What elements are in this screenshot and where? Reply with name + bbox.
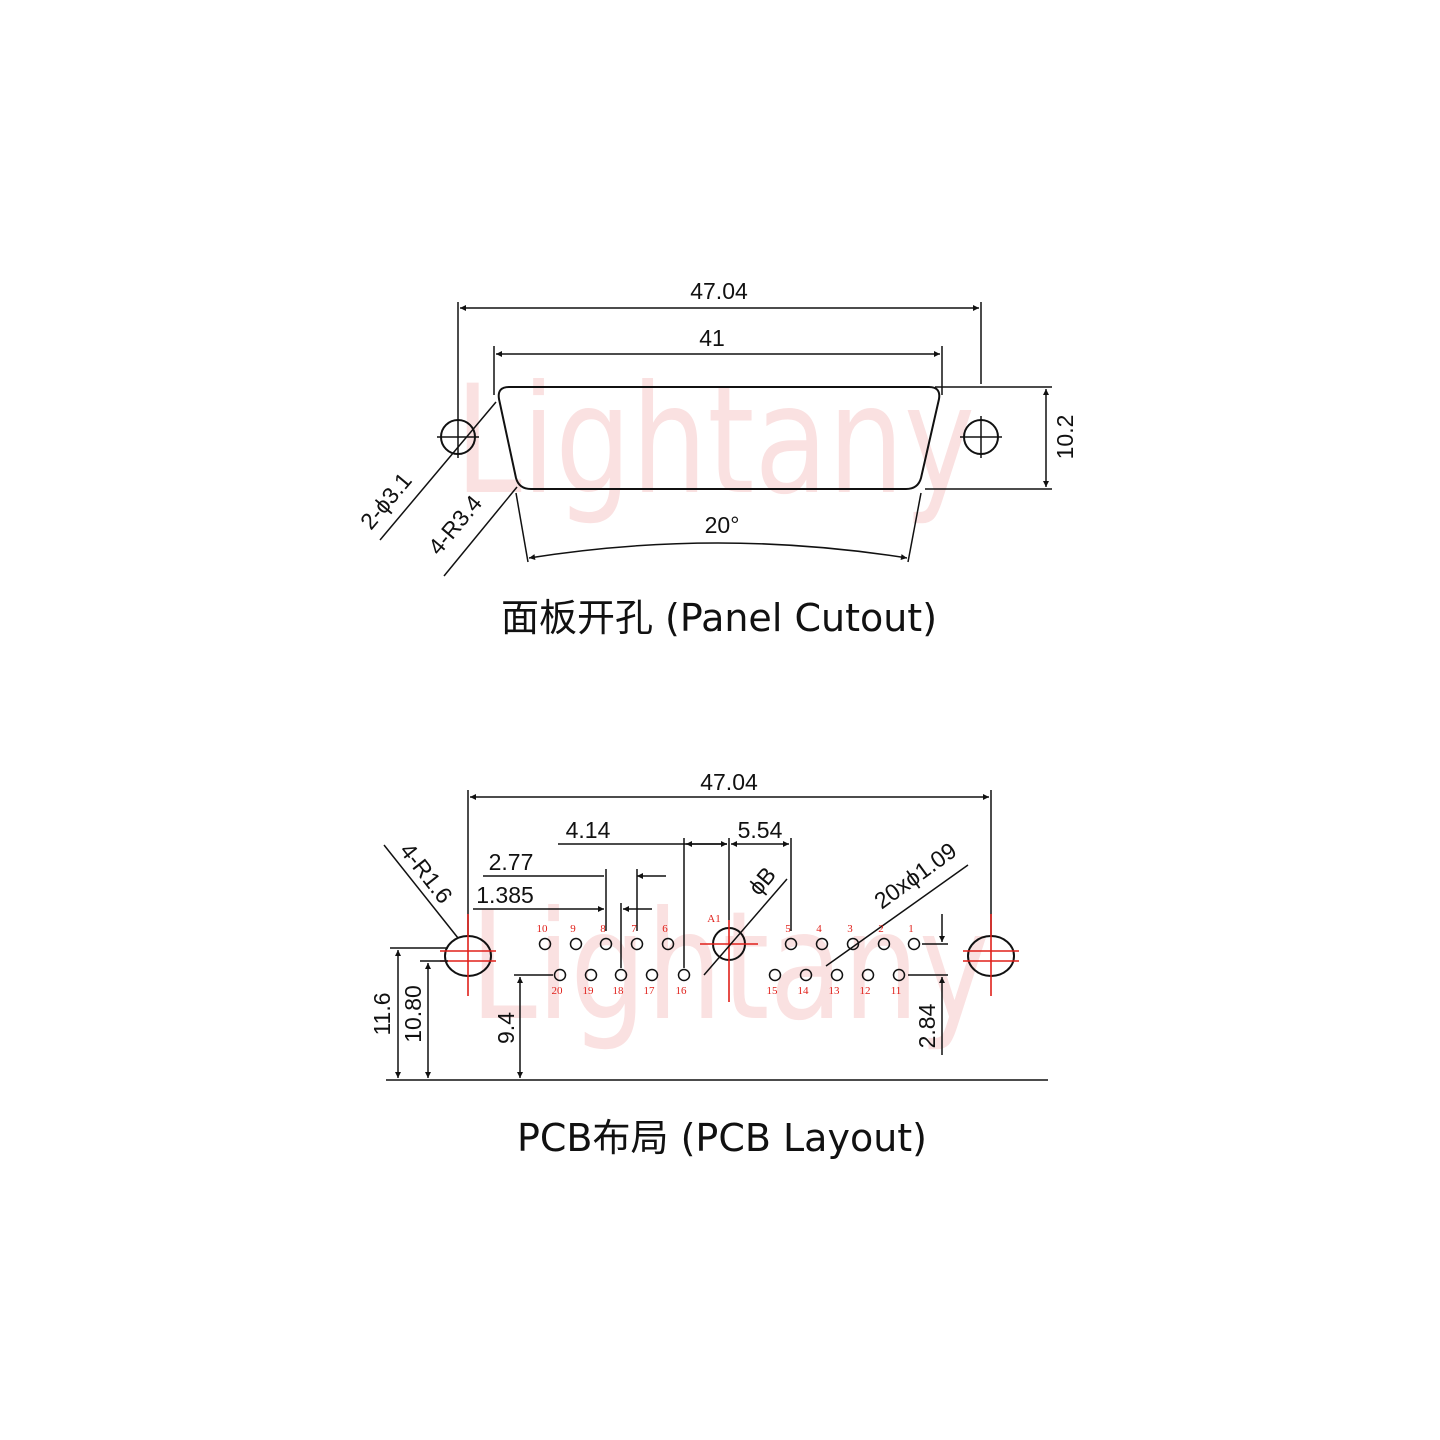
bottom-pin-hole (677, 968, 691, 982)
dim-1385-label: 1.385 (476, 882, 534, 908)
dim-pcb-width-label: 47.04 (700, 769, 758, 795)
top-pin-hole (784, 937, 798, 951)
top-pin-label: 6 (662, 923, 668, 935)
top-pin-hole (907, 937, 921, 951)
bottom-pin-label: 15 (767, 985, 779, 997)
top-pin-hole (538, 937, 552, 951)
top-pin-hole (599, 937, 613, 951)
top-pin-label: 5 (785, 923, 791, 935)
top-pin-label: 2 (878, 923, 884, 935)
pin-row-bottom: 20 19 18 17 16 15 14 13 12 11 (552, 968, 906, 997)
bottom-pin-label: 16 (676, 985, 688, 997)
bottom-pin-hole (892, 968, 906, 982)
callout-mount-holes: 2-ϕ3.1 (355, 467, 417, 534)
bottom-pin-hole (799, 968, 813, 982)
leader-center-hole (703, 878, 788, 976)
leader-pcb-radius (383, 844, 459, 939)
bottom-pin-hole (830, 968, 844, 982)
pin-row-top: 10 9 8 7 6 5 4 3 2 1 (537, 923, 921, 951)
bottom-pin-label: 12 (860, 985, 871, 997)
d-sub-cutout-outline (497, 386, 941, 490)
top-pin-hole (630, 937, 644, 951)
dim-angle-label: 20° (705, 512, 740, 538)
bottom-pin-hole (553, 968, 567, 982)
top-pin-label: 9 (570, 923, 576, 935)
dim-94-label: 9.4 (493, 1012, 519, 1044)
bottom-pin-hole (584, 968, 598, 982)
bottom-pin-label: 18 (613, 985, 625, 997)
dim-277-label: 2.77 (489, 849, 534, 875)
top-pin-label: 10 (537, 923, 549, 935)
left-pcb-mount-hole (440, 914, 496, 996)
bottom-pin-hole (768, 968, 782, 982)
center-hole-a1 (700, 920, 758, 1002)
bottom-pin-label: 13 (829, 985, 841, 997)
pcb-layout-caption: PCB布局 (PCB Layout) (517, 1116, 927, 1160)
bottom-pin-label: 11 (891, 985, 902, 997)
dim-overall-width-label: 47.04 (690, 278, 748, 304)
bottom-pin-label: 19 (583, 985, 595, 997)
dim-arc-angle (528, 542, 908, 561)
center-hole-label: A1 (707, 913, 720, 925)
watermark: Lightany (470, 880, 990, 1054)
dim-554-label: 5.54 (738, 817, 783, 843)
bottom-pin-hole (614, 968, 628, 982)
top-pin-label: 8 (600, 923, 606, 935)
leader-hole-callout (379, 401, 497, 541)
bottom-pin-label: 20 (552, 985, 564, 997)
top-pin-hole (877, 937, 891, 951)
top-pin-label: 4 (816, 923, 822, 935)
top-pin-hole (815, 937, 829, 951)
dim-284-label: 2.84 (914, 1003, 940, 1048)
top-pin-label: 3 (847, 923, 853, 935)
bottom-pin-hole (645, 968, 659, 982)
dim-116-label: 11.6 (369, 992, 395, 1035)
top-pin-label: 1 (908, 923, 914, 935)
bottom-pin-label: 14 (798, 985, 810, 997)
top-pin-hole (569, 937, 583, 951)
dim-body-width-label: 41 (699, 325, 725, 351)
leader-radius-callout (443, 486, 518, 577)
bottom-pin-hole (861, 968, 875, 982)
bottom-pin-label: 17 (644, 985, 656, 997)
dim-414-label: 4.14 (566, 817, 611, 843)
watermark: Lightany (455, 354, 975, 528)
top-pin-hole (846, 937, 860, 951)
panel-cutout-caption: 面板开孔 (Panel Cutout) (501, 596, 937, 640)
dim-1080-label: 10.80 (400, 985, 426, 1043)
dim-height-label: 10.2 (1052, 415, 1078, 460)
top-pin-hole (661, 937, 675, 951)
top-pin-label: 7 (631, 923, 637, 935)
right-pcb-mount-hole (963, 914, 1019, 996)
